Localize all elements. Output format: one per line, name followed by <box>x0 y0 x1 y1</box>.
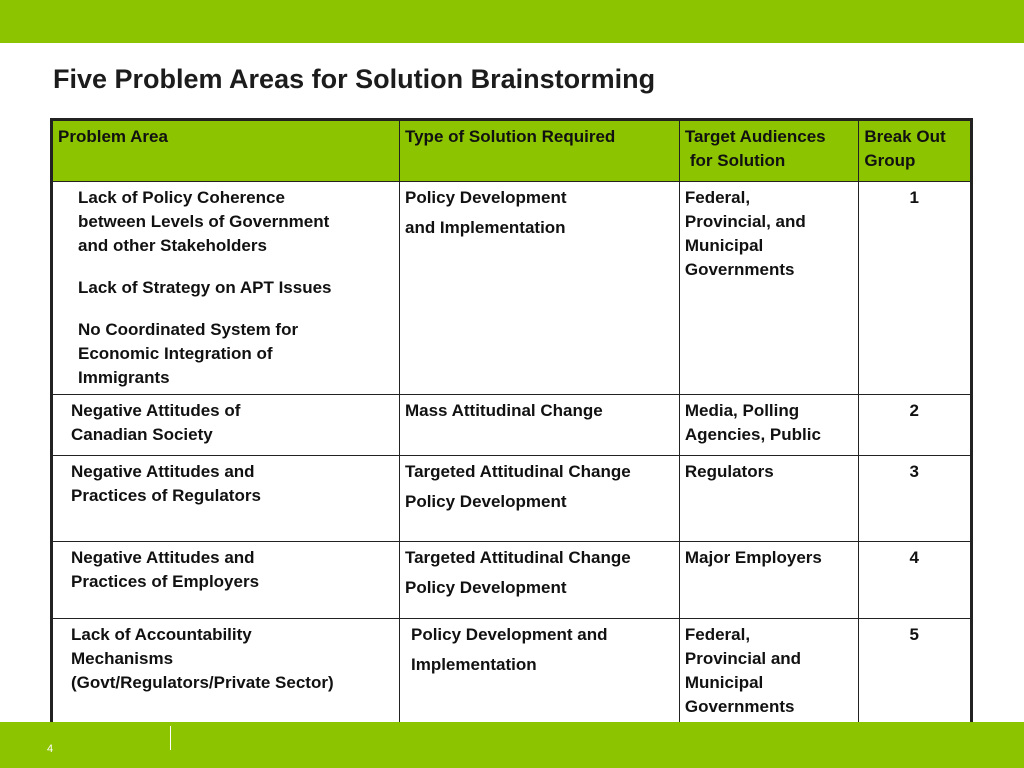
table-row: Lack of Accountability Mechanisms (Govt/… <box>51 618 972 725</box>
break-out-group-cell: 1 <box>858 181 972 395</box>
solution-type-cell: Targeted Attitudinal Change Policy Devel… <box>398 455 680 542</box>
table-row: Lack of Policy Coherence between Levels … <box>51 181 972 395</box>
solution-type-cell: Targeted Attitudinal Change Policy Devel… <box>398 541 680 619</box>
problem-area-cell: Lack of Accountability Mechanisms (Govt/… <box>51 618 400 725</box>
header-solution-type: Type of Solution Required <box>398 119 680 182</box>
problem-area-item: Lack of Policy Coherence between Levels … <box>78 188 330 255</box>
break-out-group-cell: 5 <box>858 618 972 725</box>
target-audience-cell: Major Employers <box>678 541 860 619</box>
header-target-audiences: Target Audiences for Solution <box>678 119 860 182</box>
header-break-out-group: Break Out Group <box>858 119 972 182</box>
problem-area-cell: Negative Attitudes of Canadian Society <box>51 394 400 456</box>
solution-type-cell: Policy Development and Implementation <box>398 181 680 395</box>
problem-area-cell: Negative Attitudes and Practices of Regu… <box>51 455 400 542</box>
problem-area-item: No Coordinated System for Economic Integ… <box>78 320 299 387</box>
target-audience-cell: Federal, Provincial, and Municipal Gover… <box>678 181 860 395</box>
bottom-accent-bar <box>0 722 1024 768</box>
target-audience-cell: Federal, Provincial and Municipal Govern… <box>678 618 860 725</box>
problem-areas-table: Problem Area Type of Solution Required T… <box>50 118 973 726</box>
problem-area-cell: Negative Attitudes and Practices of Empl… <box>51 541 400 619</box>
break-out-group-cell: 4 <box>858 541 972 619</box>
table-row: Negative Attitudes and Practices of Regu… <box>51 455 972 542</box>
solution-type-cell: Policy Development and Implementation <box>398 618 680 725</box>
problem-area-item: Lack of Strategy on APT Issues <box>78 278 332 297</box>
target-audience-cell: Regulators <box>678 455 860 542</box>
footer-divider <box>170 726 171 750</box>
solution-type-cell: Mass Attitudinal Change <box>398 394 680 456</box>
top-accent-bar <box>0 0 1024 43</box>
header-problem-area: Problem Area <box>51 119 400 182</box>
table-row: Negative Attitudes of Canadian Society M… <box>51 394 972 456</box>
problem-area-cell: Lack of Policy Coherence between Levels … <box>51 181 400 395</box>
table-header-row: Problem Area Type of Solution Required T… <box>51 119 972 182</box>
page-number: 4 <box>47 743 54 755</box>
target-audience-cell: Media, Polling Agencies, Public <box>678 394 860 456</box>
slide-title: Five Problem Areas for Solution Brainsto… <box>53 64 656 94</box>
table-row: Negative Attitudes and Practices of Empl… <box>51 541 972 619</box>
break-out-group-cell: 2 <box>858 394 972 456</box>
break-out-group-cell: 3 <box>858 455 972 542</box>
